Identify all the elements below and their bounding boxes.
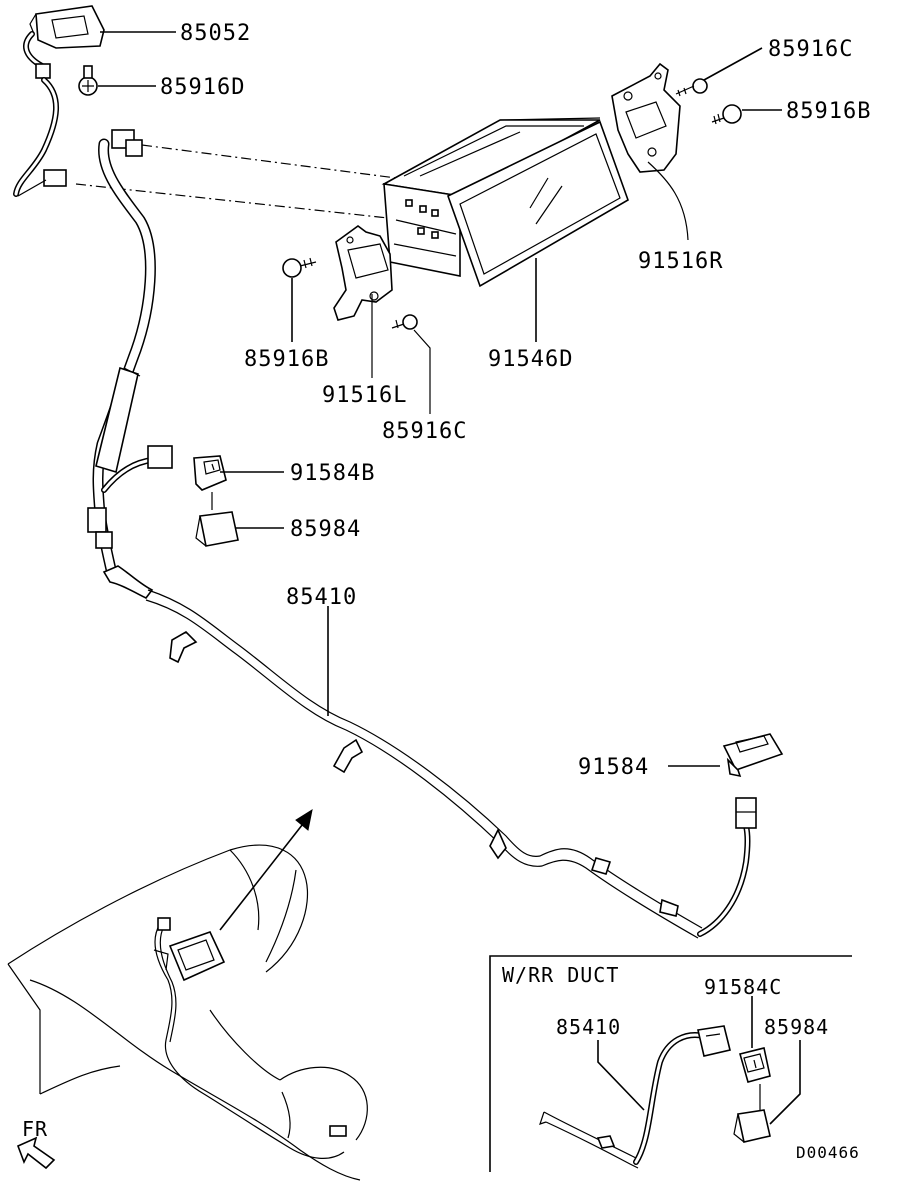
label-91584B: 91584B [290, 461, 375, 486]
leader-85916C-bottom [413, 329, 431, 414]
leader-85410-inset [597, 1040, 645, 1111]
bracket-91516L [333, 225, 393, 321]
diagram-code: D00466 [796, 1143, 860, 1162]
duct-85410 [102, 565, 757, 939]
inset-frame [489, 955, 852, 1172]
label-91516R: 91516R [638, 249, 723, 274]
front-direction-indicator: FR [16, 1117, 56, 1170]
dash-line-lower [75, 183, 389, 219]
label-85916B-left: 85916B [244, 347, 329, 372]
label-85410: 85410 [286, 585, 357, 610]
label-85984: 85984 [290, 517, 361, 542]
sensor-85052 [13, 5, 105, 197]
inset-rear-duct-variant: W/RR DUCT 91584C 85984 85410 D00466 [489, 955, 860, 1172]
bracket-91516R [611, 62, 681, 173]
bolt-85916B-left [282, 257, 317, 278]
label-91516L: 91516L [322, 383, 407, 408]
label-85410-inset: 85410 [556, 1015, 621, 1039]
label-91584C: 91584C [704, 975, 782, 999]
leader-85984-inset [769, 1040, 801, 1125]
inset-title: W/RR DUCT [502, 963, 619, 987]
bolt-85916B-right [711, 104, 742, 125]
dash-line-upper [141, 144, 397, 179]
front-direction-label: FR [22, 1117, 48, 1141]
label-85984-inset: 85984 [764, 1015, 829, 1039]
leader-91516R [647, 161, 689, 241]
harness-tube [87, 129, 173, 580]
label-85052: 85052 [180, 21, 251, 46]
label-85916C-top: 85916C [768, 37, 853, 62]
leader-85916C-top [703, 47, 763, 81]
screw-85916C-bottom [391, 314, 418, 330]
connector-91584 [722, 733, 784, 778]
label-85916D: 85916D [160, 75, 245, 100]
connector-91584B [193, 455, 227, 491]
cap-85984 [195, 511, 239, 547]
label-85916B-right: 85916B [786, 99, 871, 124]
label-91584: 91584 [578, 755, 649, 780]
vehicle-dashboard-overview [7, 808, 368, 1181]
display-unit-91546D [381, 117, 629, 288]
label-85916C-bottom: 85916C [382, 419, 467, 444]
label-91546D: 91546D [488, 347, 573, 372]
screw-85916C-top [675, 78, 708, 97]
bolt-85916D [78, 65, 98, 96]
front-arrow-icon [16, 1136, 56, 1170]
